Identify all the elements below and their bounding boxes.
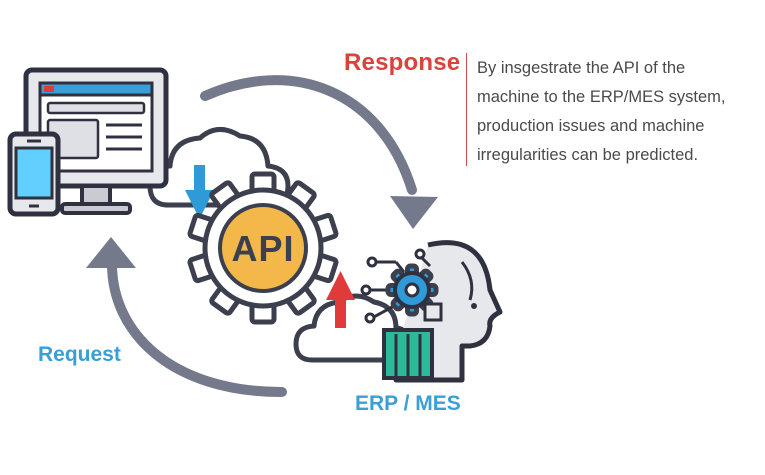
api-gear-icon: API: [187, 171, 339, 325]
request-label: Request: [38, 343, 121, 366]
response-description: By insgestrate the API of the machine to…: [477, 54, 757, 170]
response-arrow: [200, 75, 438, 229]
api-label: API: [231, 228, 294, 269]
up-arrow-icon: [326, 271, 355, 328]
description-divider: [466, 53, 467, 166]
description-line: production issues and machine: [477, 117, 705, 135]
circuit-gear-icon: [385, 263, 439, 317]
description-line: machine to the ERP/MES system,: [477, 88, 726, 106]
description-line: irregularities can be predicted.: [477, 146, 699, 164]
smartphone-icon: [7, 131, 61, 217]
computer-monitor-icon: [23, 67, 169, 215]
request-arrow: [86, 237, 287, 397]
erp-mes-label: ERP / MES: [355, 392, 461, 415]
circuit-lines: [360, 248, 432, 324]
description-line: By insgestrate the API of the: [477, 59, 686, 77]
down-arrow-icon: [185, 165, 214, 219]
response-label: Response: [344, 49, 461, 76]
chip-icon: [423, 302, 443, 322]
